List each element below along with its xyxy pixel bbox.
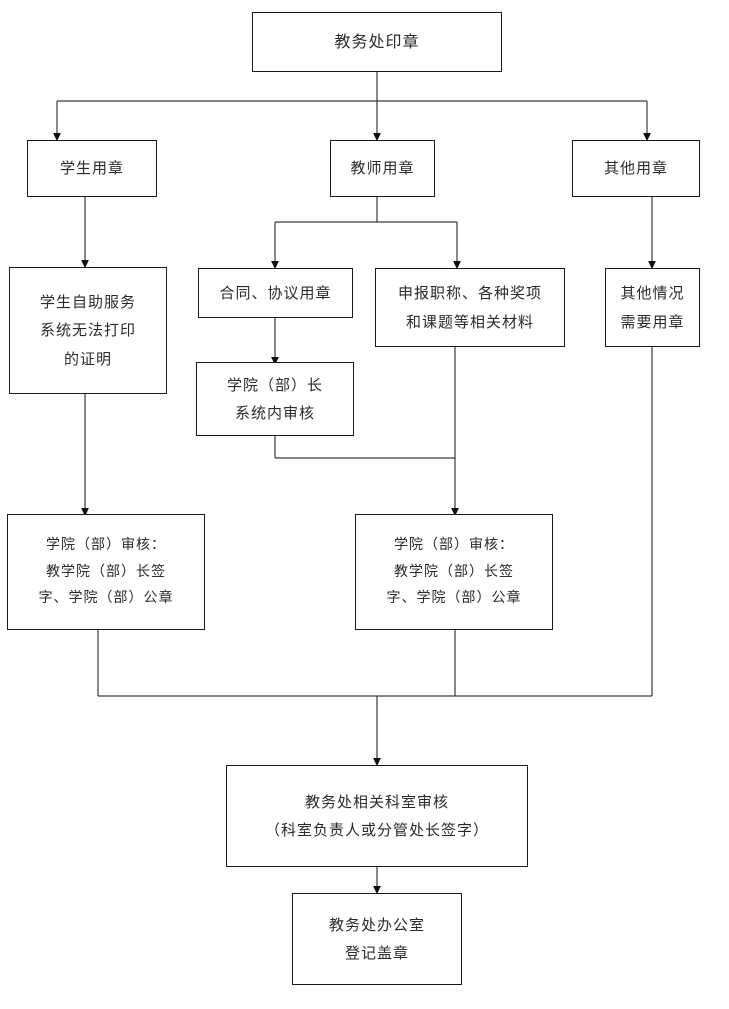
node-college-review-right[interactable]: 学院（部）审核： 教学院（部）长签 字、学院（部）公章 <box>355 514 553 630</box>
node-teacher-seal-label: 教师用章 <box>350 159 415 178</box>
node-other-seal[interactable]: 其他用章 <box>572 140 700 197</box>
node-title-materials-line2: 和课题等相关材料 <box>405 312 534 331</box>
node-dean-system-review[interactable]: 学院（部）长 系统内审核 <box>196 362 354 436</box>
node-student-cert-line3: 的证明 <box>63 349 112 368</box>
node-other-case-line2: 需要用章 <box>620 312 685 331</box>
node-student-cert[interactable]: 学生自助服务 系统无法打印 的证明 <box>9 267 167 394</box>
node-college-review-left[interactable]: 学院（部）审核： 教学院（部）长签 字、学院（部）公章 <box>7 514 205 630</box>
node-dean-system-review-line2: 系统内审核 <box>234 404 315 422</box>
node-other-case-line1: 其他情况 <box>620 284 685 302</box>
node-student-seal-label: 学生用章 <box>59 159 124 178</box>
node-other-seal-label: 其他用章 <box>603 159 668 178</box>
node-contract-seal[interactable]: 合同、协议用章 <box>198 268 353 318</box>
node-other-case[interactable]: 其他情况 需要用章 <box>605 268 700 347</box>
node-office-stamp[interactable]: 教务处办公室 登记盖章 <box>292 893 462 985</box>
node-root[interactable]: 教务处印章 <box>252 12 502 72</box>
node-dean-system-review-line1: 学院（部）长 <box>226 375 323 394</box>
node-title-materials[interactable]: 申报职称、各种奖项 和课题等相关材料 <box>375 268 565 347</box>
node-contract-seal-label: 合同、协议用章 <box>219 283 332 302</box>
node-root-label: 教务处印章 <box>334 31 420 51</box>
node-office-review[interactable]: 教务处相关科室审核 （科室负责人或分管处长签字） <box>226 765 528 867</box>
node-office-stamp-line1: 教务处办公室 <box>328 915 425 934</box>
node-title-materials-line1: 申报职称、各种奖项 <box>397 284 542 302</box>
node-college-review-right-line1: 学院（部）审核： <box>394 537 514 554</box>
node-student-cert-line1: 学生自助服务 <box>39 292 136 311</box>
node-college-review-left-line3: 字、学院（部）公章 <box>38 590 174 607</box>
node-student-cert-line2: 系统无法打印 <box>39 321 136 340</box>
node-college-review-right-line3: 字、学院（部）公章 <box>386 590 522 607</box>
node-college-review-left-line2: 教学院（部）长签 <box>46 563 166 580</box>
node-teacher-seal[interactable]: 教师用章 <box>330 140 435 197</box>
node-office-review-line2: （科室负责人或分管处长签字） <box>264 821 489 839</box>
node-office-stamp-line2: 登记盖章 <box>344 944 409 962</box>
node-student-seal[interactable]: 学生用章 <box>27 140 157 197</box>
node-college-review-left-line1: 学院（部）审核： <box>46 537 166 554</box>
node-office-review-line1: 教务处相关科室审核 <box>304 792 449 811</box>
node-college-review-right-line2: 教学院（部）长签 <box>394 563 514 580</box>
